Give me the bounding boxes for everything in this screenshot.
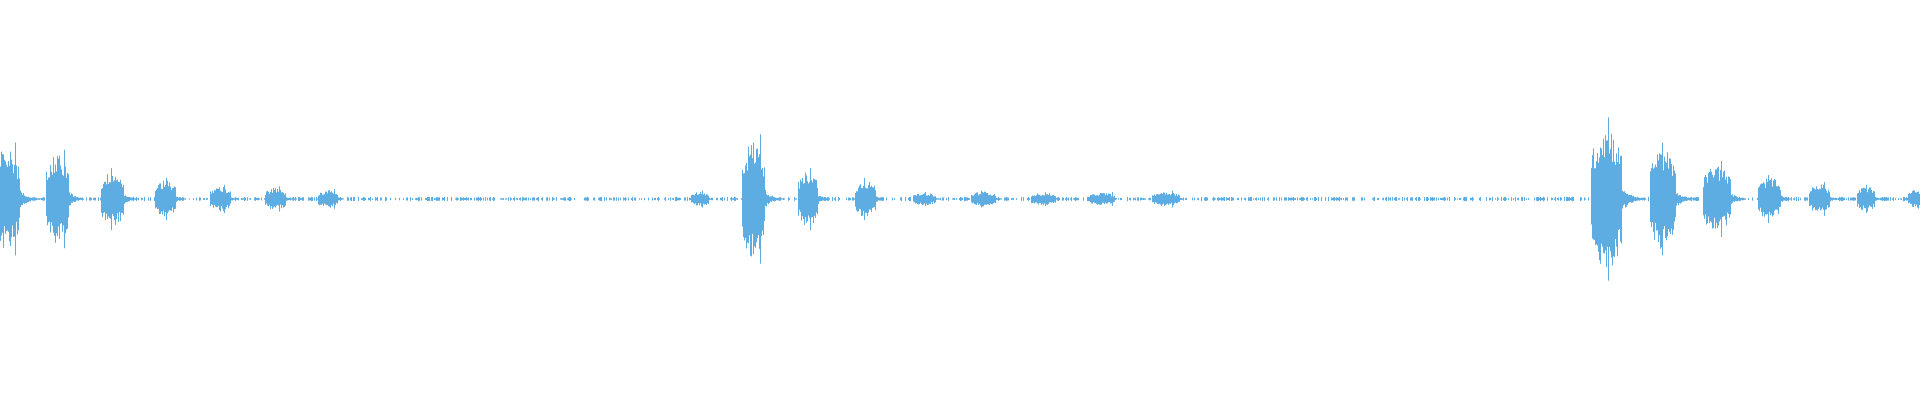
waveform-burst-7 bbox=[318, 189, 344, 209]
waveform-burst-22 bbox=[1857, 184, 1881, 214]
waveform-burst-19 bbox=[1703, 160, 1749, 238]
waveform-burst-6 bbox=[265, 186, 292, 212]
waveform-burst-12 bbox=[913, 191, 940, 207]
waveform-bursts bbox=[0, 117, 1920, 281]
waveform-burst-10 bbox=[798, 168, 830, 230]
waveform-burst-16 bbox=[1152, 190, 1184, 208]
waveform-burst-3 bbox=[101, 168, 137, 230]
waveform-burst-17 bbox=[1591, 117, 1649, 281]
waveform-burst-13 bbox=[971, 190, 1001, 208]
waveform-burst-5 bbox=[210, 184, 238, 214]
waveform-burst-23 bbox=[1908, 190, 1920, 209]
waveform-burst-20 bbox=[1758, 175, 1792, 223]
waveform-burst-1 bbox=[0, 142, 42, 256]
waveform-burst-2 bbox=[46, 149, 84, 249]
waveform-burst-18 bbox=[1650, 142, 1694, 256]
waveform-burst-21 bbox=[1809, 182, 1839, 216]
waveform-burst-4 bbox=[155, 177, 185, 221]
waveform-burst-8 bbox=[691, 190, 713, 208]
waveform-burst-9 bbox=[742, 134, 783, 264]
waveform-burst-15 bbox=[1089, 191, 1119, 207]
waveform-burst-14 bbox=[1031, 191, 1060, 207]
waveform-burst-11 bbox=[855, 177, 884, 221]
